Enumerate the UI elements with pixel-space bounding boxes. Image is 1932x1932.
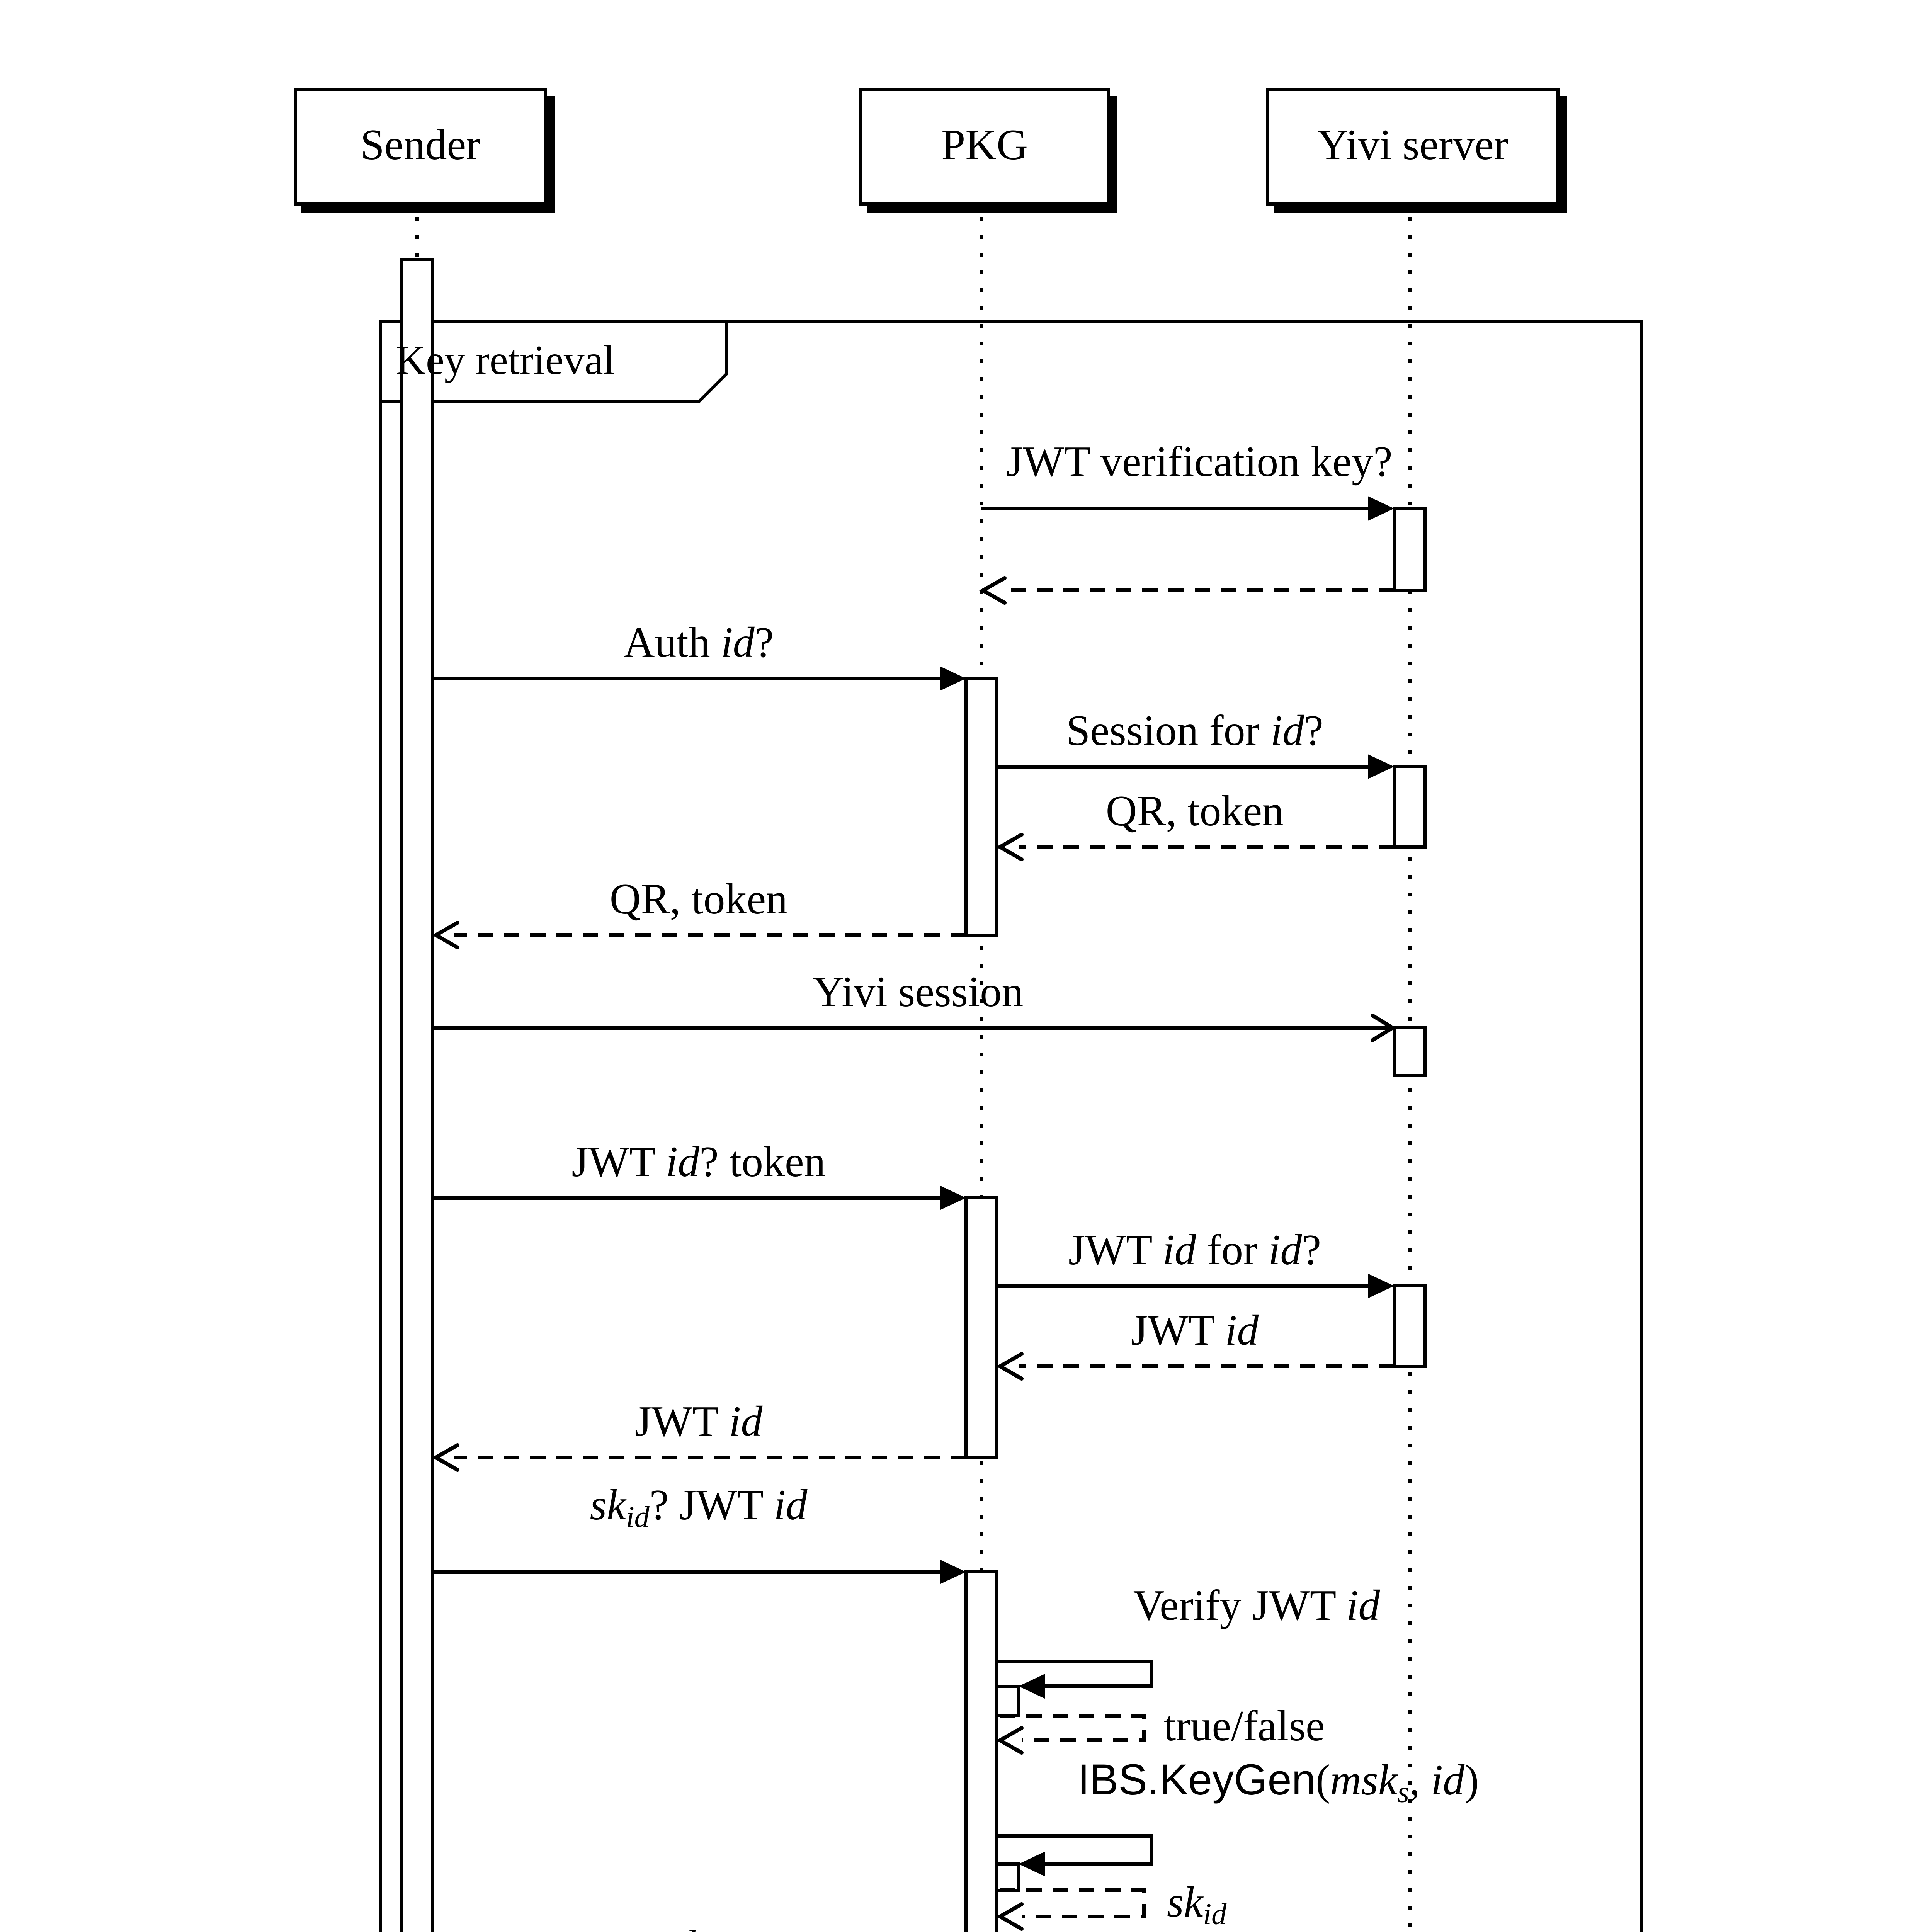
message-label-qr-token-pkg: QR, token	[1105, 788, 1284, 836]
message-label-jwt-id-pkg: JWT id	[1131, 1308, 1259, 1355]
activation-pkg-nested-2	[995, 1862, 1020, 1892]
activation-yivi-4	[1393, 1284, 1427, 1368]
arrow-jwt-id-to-pkg	[996, 1352, 1394, 1381]
message-label-auth-id: Auth id?	[623, 620, 774, 668]
participant-pkg-label: PKG	[941, 122, 1028, 170]
frame-label-box	[379, 320, 728, 403]
participant-sender: Sender	[294, 88, 547, 206]
activation-yivi-1	[1393, 507, 1427, 592]
participant-sender-label: Sender	[360, 122, 481, 170]
participant-yivi-server: Yivi server	[1266, 88, 1560, 206]
arrow-jwt-verification-key-return	[979, 576, 1394, 605]
message-label-session-for-id: Session for id?	[1066, 708, 1323, 756]
arrow-self-true-false-return	[996, 1714, 1146, 1755]
message-label-sk-id-sender: skid	[669, 1923, 728, 1932]
message-label-verify-jwt-id: Verify JWT id	[1133, 1583, 1380, 1631]
arrow-jwt-verification-key	[981, 496, 1394, 521]
message-label-sk-id-request: skid? JWT id	[590, 1482, 808, 1535]
arrow-self-ibs-keygen	[997, 1834, 1153, 1876]
frame-border	[379, 320, 1643, 1932]
activation-pkg-3	[964, 1570, 998, 1932]
participant-yivi-server-label: Yivi server	[1317, 122, 1509, 170]
activation-pkg-nested-1	[995, 1685, 1020, 1717]
message-label-sk-id-self: skid	[1167, 1879, 1227, 1932]
activation-sender	[400, 258, 434, 1932]
frame-label: Key retrieval	[396, 337, 615, 383]
arrow-jwt-id-token	[433, 1185, 966, 1210]
activation-yivi-3	[1393, 1026, 1427, 1077]
arrow-auth-id	[433, 666, 966, 691]
activation-pkg-1	[964, 677, 998, 937]
message-label-yivi-session: Yivi session	[813, 969, 1024, 1017]
message-label-jwt-id-token: JWT id? token	[571, 1139, 826, 1187]
message-label-true-false: true/false	[1164, 1703, 1325, 1751]
arrow-qr-token-to-sender	[432, 921, 966, 949]
message-label-jwt-id-for-id: JWT id for id?	[1068, 1227, 1321, 1275]
arrow-self-verify-jwt	[997, 1660, 1153, 1699]
arrow-yivi-session	[433, 1014, 1396, 1042]
arrow-session-for-id	[997, 754, 1394, 779]
participant-pkg: PKG	[859, 88, 1110, 206]
arrow-self-sk-id-return	[996, 1888, 1146, 1931]
arrow-jwt-id-to-sender	[432, 1443, 966, 1472]
activation-yivi-2	[1393, 765, 1427, 849]
message-label-qr-token-sender: QR, token	[609, 876, 788, 924]
message-label-jwt-id-sender: JWT id	[634, 1399, 763, 1447]
arrow-jwt-id-for-id	[997, 1274, 1394, 1298]
arrow-sk-id-request	[433, 1560, 966, 1584]
message-label-ibs-keygen: IBS.KeyGen(msks, id)	[1077, 1756, 1479, 1810]
activation-pkg-2	[964, 1196, 998, 1459]
message-label-jwt-verification-key: JWT verification key?	[1006, 439, 1393, 487]
arrow-qr-token-to-pkg	[996, 833, 1394, 861]
